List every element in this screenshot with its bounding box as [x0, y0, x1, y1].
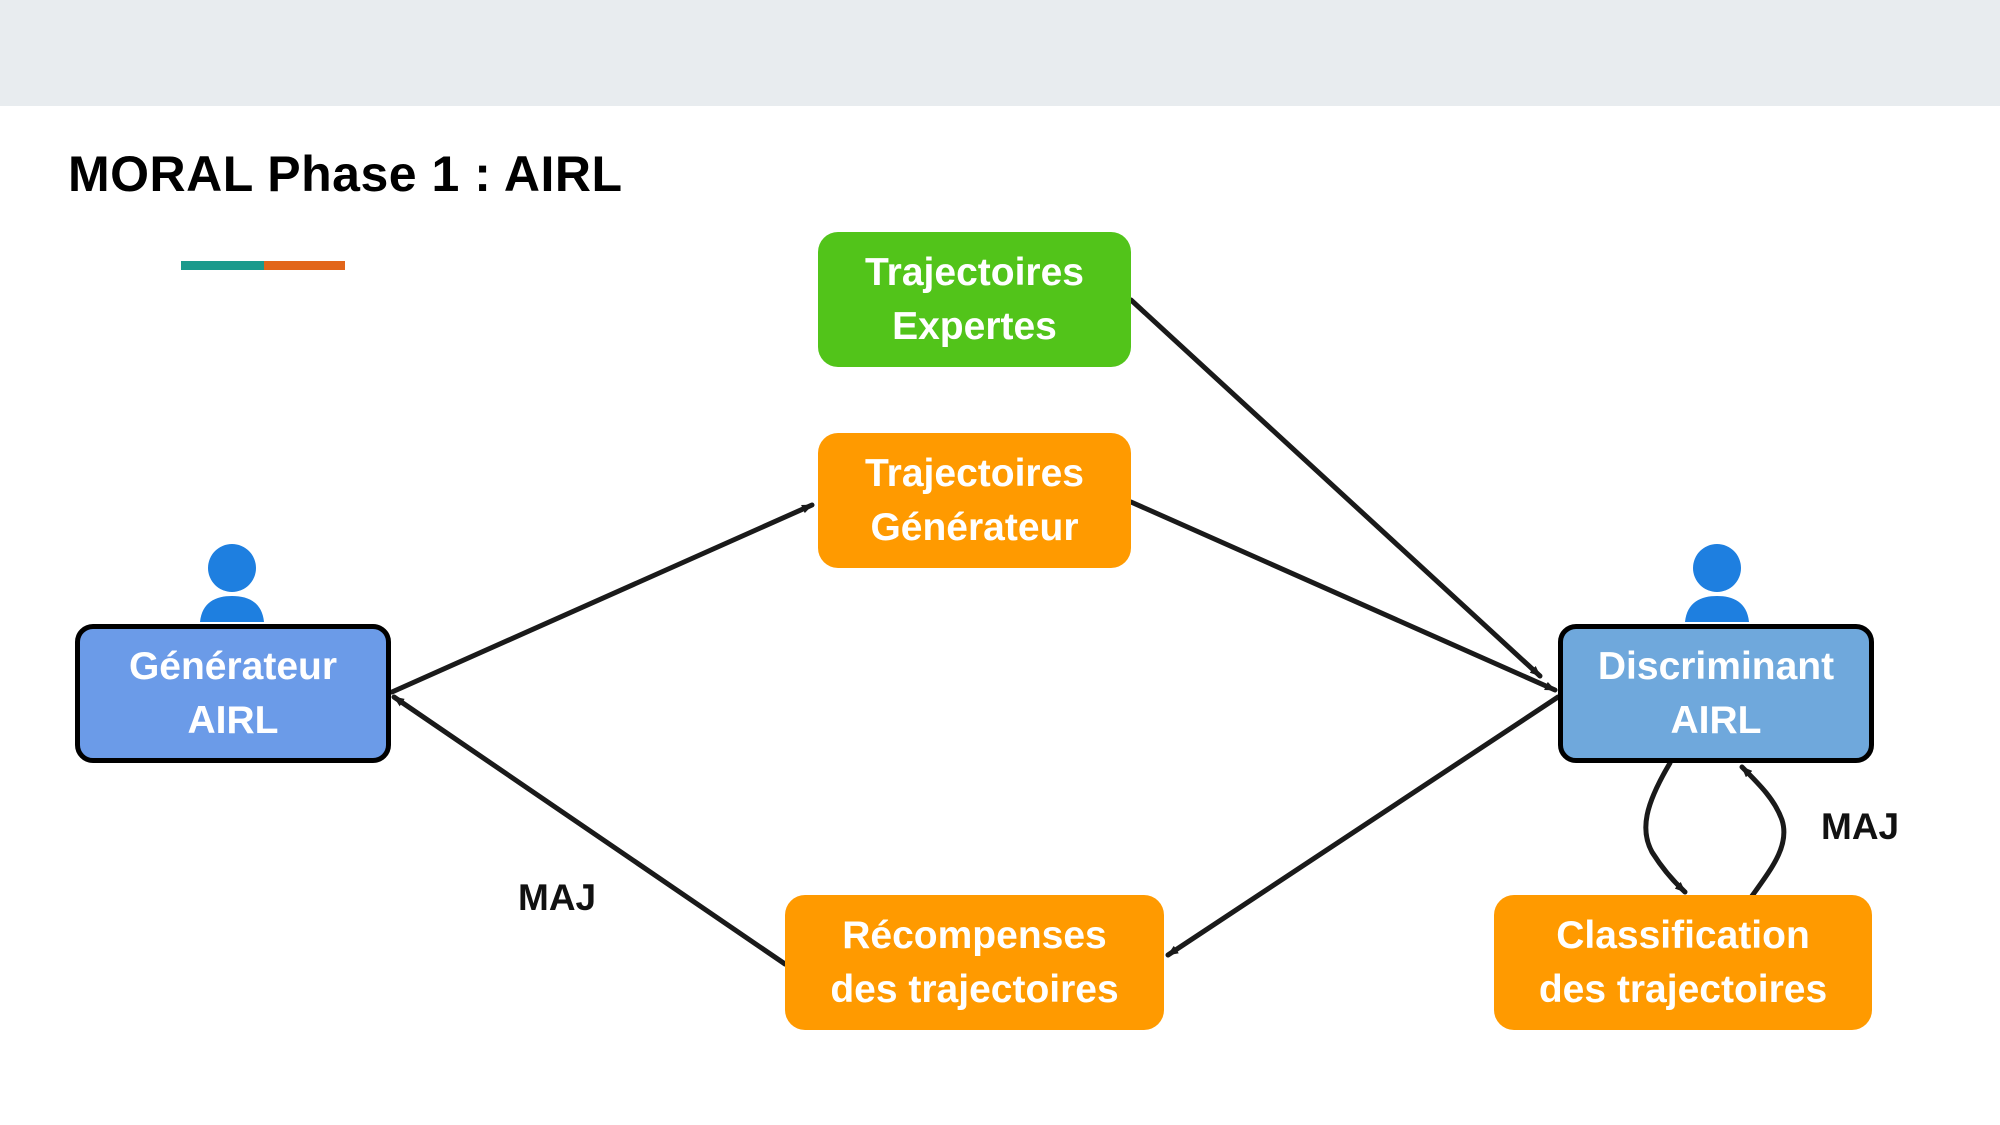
generator-airl-node: Générateur AIRL: [75, 624, 391, 763]
edge-generator-to-gen-trajectories: [389, 502, 815, 695]
maj-label-left: MAJ: [518, 877, 597, 918]
discriminator-airl-line2: AIRL: [1670, 698, 1762, 742]
trajectory-classification-node: Classification des trajectoires: [1494, 895, 1872, 1030]
edge-rewards-to-generator: [391, 694, 788, 967]
trajectory-rewards-line1: Récompenses: [842, 913, 1107, 957]
edge-discriminator-to-rewards: [1165, 694, 1561, 958]
generator-trajectories-line1: Trajectoires: [865, 451, 1084, 495]
expert-trajectories-line2: Expertes: [892, 304, 1057, 348]
slide-title: MORAL Phase 1 : AIRL: [68, 146, 623, 202]
discriminator-airl-line1: Discriminant: [1597, 644, 1835, 688]
generator-airl-line2: AIRL: [187, 698, 279, 742]
edge-classification-to-discriminator: [1739, 764, 1787, 899]
edge-gen-trajectories-to-discriminator: [1128, 499, 1558, 693]
generator-person-icon: [200, 544, 264, 622]
expert-trajectories-line1: Trajectoires: [865, 250, 1084, 294]
discriminator-airl-node: Discriminant AIRL: [1558, 624, 1874, 763]
title-accent-orange: [264, 261, 345, 270]
trajectory-rewards-node: Récompenses des trajectoires: [785, 895, 1164, 1030]
expert-trajectories-node: Trajectoires Expertes: [818, 232, 1131, 367]
edge-expert-to-discriminator: [1128, 297, 1543, 679]
trajectory-classification-line2: des trajectoires: [1538, 967, 1828, 1011]
trajectory-rewards-line2: des trajectoires: [830, 967, 1119, 1011]
discriminator-person-icon: [1685, 544, 1749, 622]
edge-discriminator-to-classification: [1643, 760, 1688, 895]
generator-airl-line1: Générateur: [128, 644, 338, 688]
generator-trajectories-node: Trajectoires Générateur: [818, 433, 1131, 568]
title-accent-teal: [181, 261, 264, 270]
top-banner: [0, 0, 2000, 106]
trajectory-classification-line1: Classification: [1556, 913, 1810, 957]
generator-trajectories-line2: Générateur: [870, 505, 1079, 549]
maj-label-right: MAJ: [1821, 806, 1900, 847]
